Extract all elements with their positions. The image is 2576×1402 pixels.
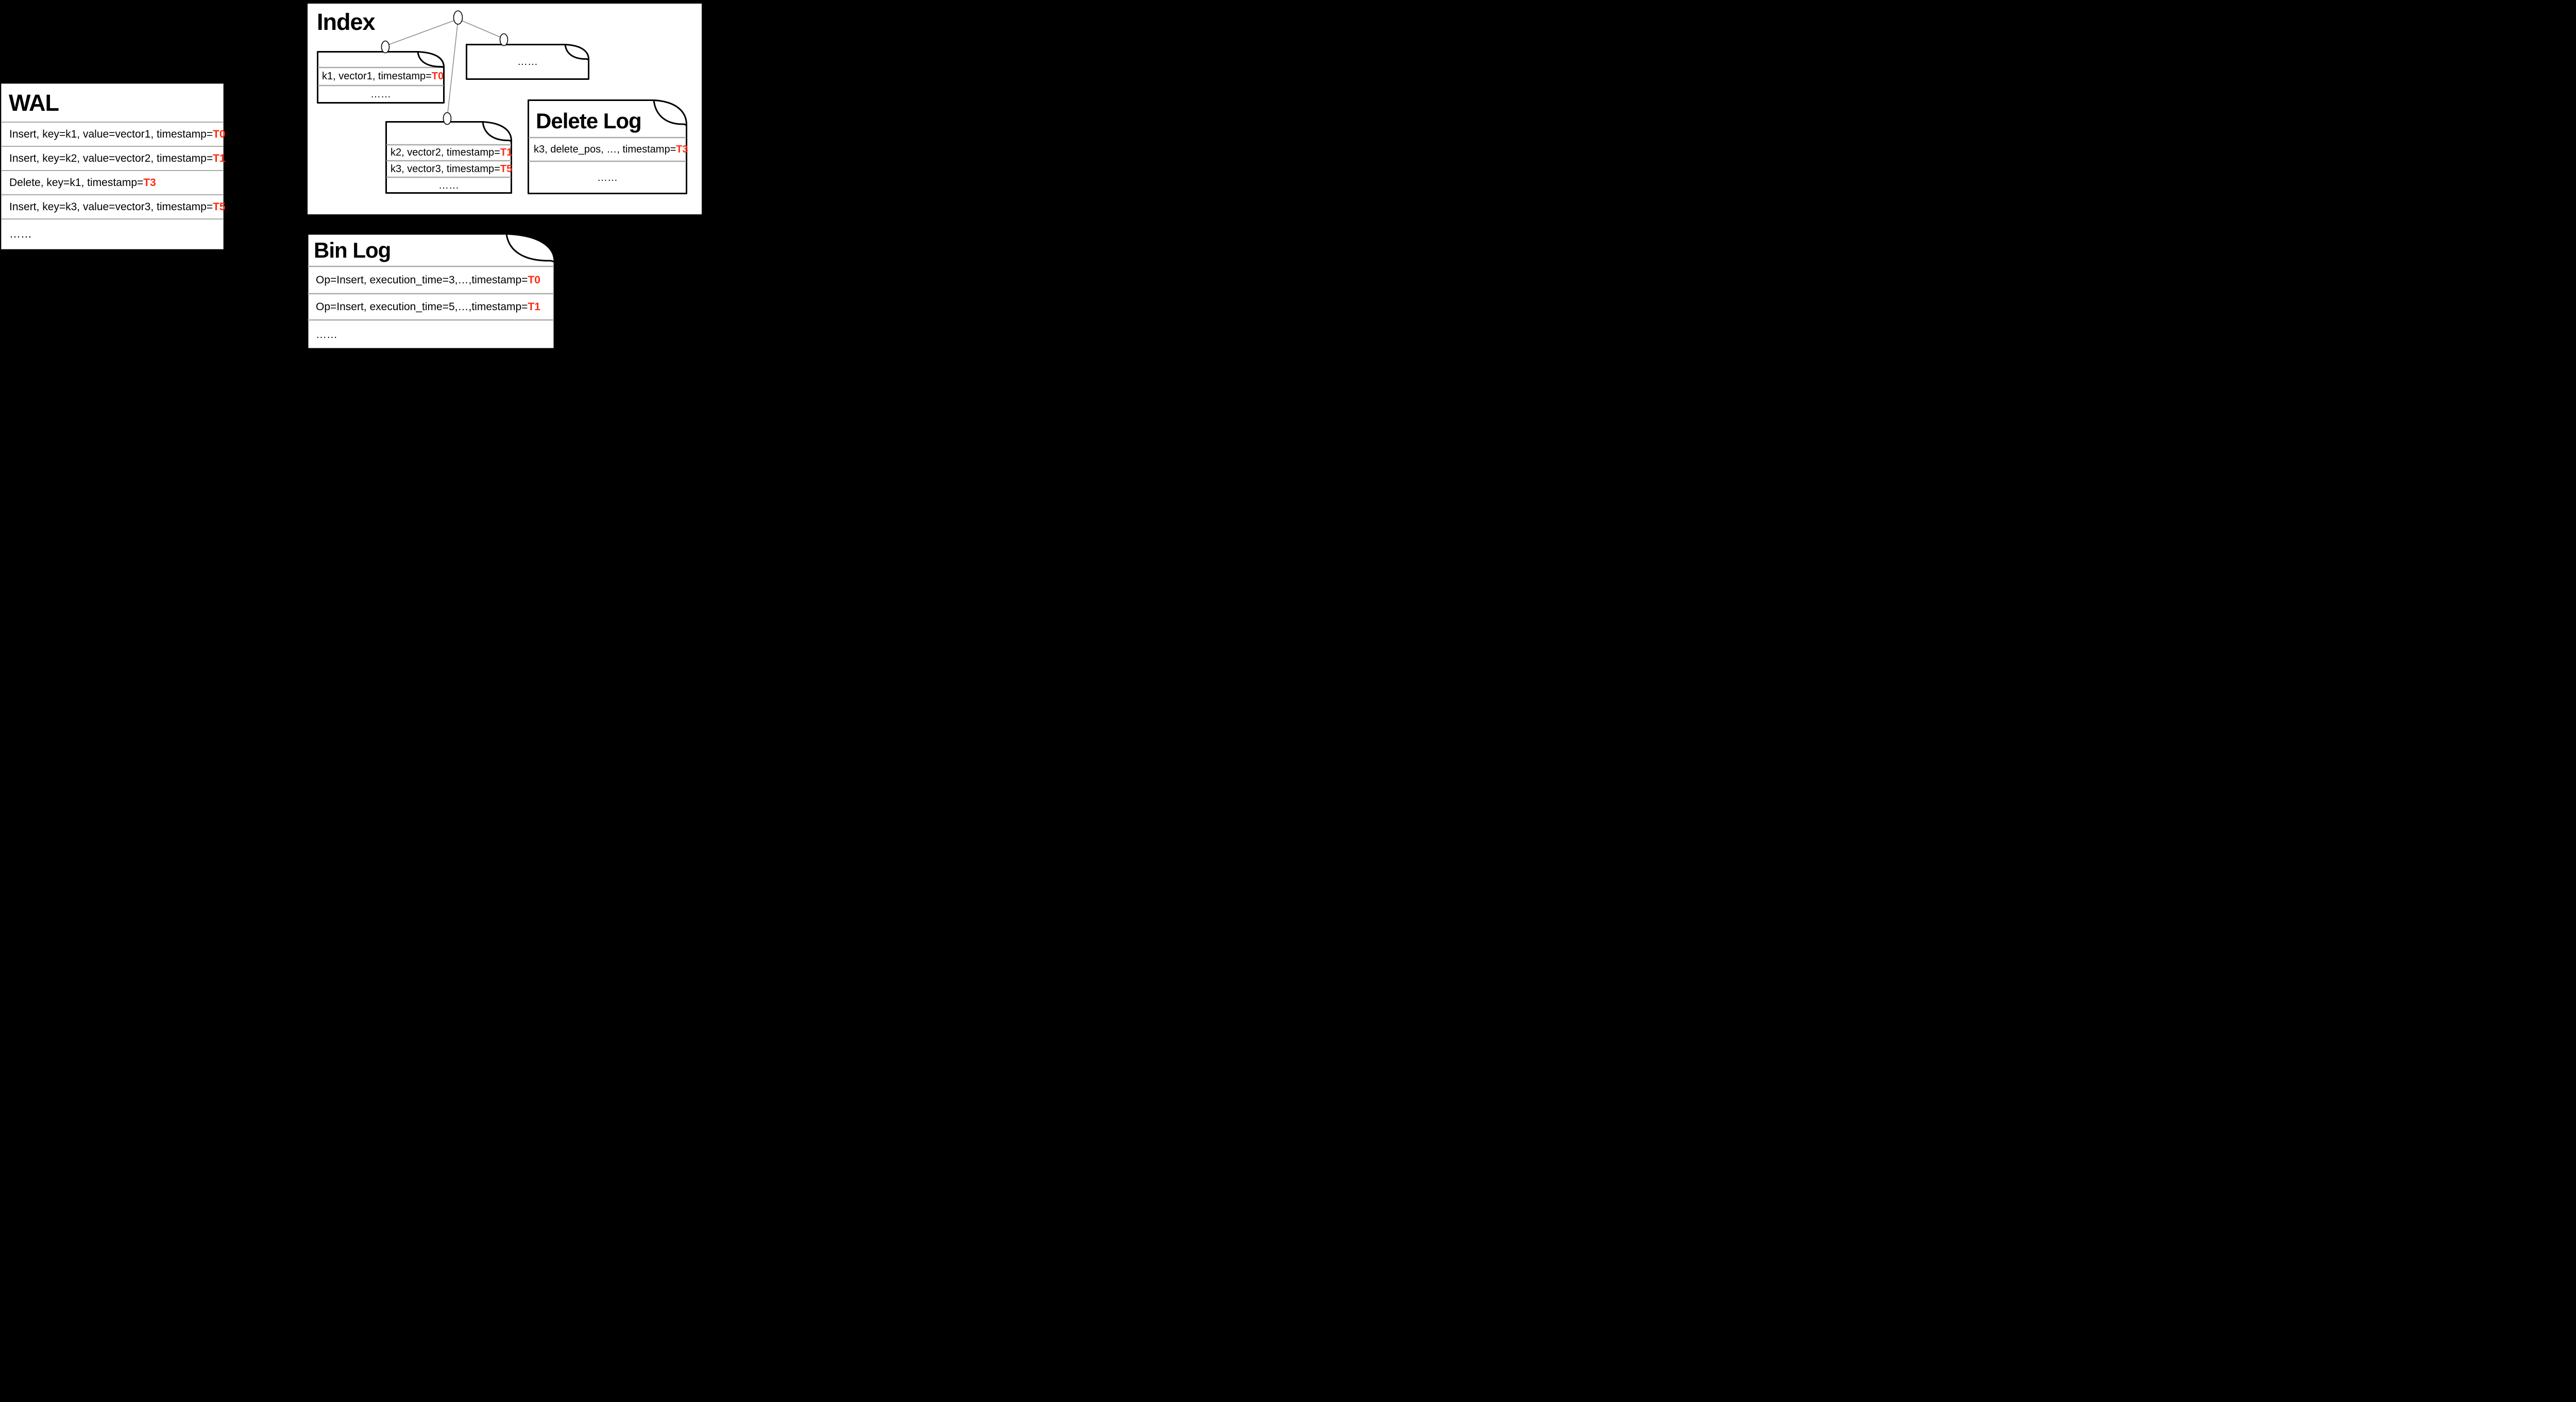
bin-log-row: Op=Insert, execution_time=3,…,timestamp=…: [307, 266, 555, 294]
segment-ellipsis-row: ……: [466, 44, 589, 80]
bin-log-row-text: Op=Insert, execution_time=5,…,timestamp=: [316, 300, 528, 313]
wal-row: Insert, key=k2, value=vector2, timestamp…: [2, 146, 226, 170]
wal-title: WAL: [9, 89, 59, 116]
segment-row: k3, vector3, timestamp=T5: [385, 161, 512, 177]
folded-corner-icon: [417, 51, 445, 69]
index-segment2-doc: ……: [466, 44, 589, 80]
wal-row-timestamp: T5: [213, 200, 226, 213]
folded-corner-icon: [653, 99, 687, 126]
segment-ellipsis-row: ……: [317, 86, 445, 104]
tree-root-node: [453, 10, 463, 25]
delete-log-doc: Delete Log k3, delete_pos, …, timestamp=…: [528, 99, 688, 194]
ellipsis-text: ……: [370, 89, 391, 100]
wal-row-text: Delete, key=k1, timestamp=: [9, 176, 144, 189]
delete-log-title: Delete Log: [536, 109, 642, 133]
folded-corner-icon: [564, 44, 589, 61]
segment-row-timestamp: T1: [500, 147, 513, 158]
ellipsis-text: ……: [9, 227, 32, 240]
wal-row-timestamp: T3: [143, 176, 156, 189]
index-segment3-doc: k2, vector2, timestamp=T1 k3, vector3, t…: [385, 121, 512, 194]
bin-log-ellipsis-row: ……: [307, 320, 555, 350]
ellipsis-text: ……: [316, 329, 337, 341]
document-shape: [466, 44, 589, 80]
segment-row-timestamp: T5: [500, 163, 513, 175]
bin-log-title: Bin Log: [314, 238, 391, 262]
wal-row: Insert, key=k1, value=vector1, timestamp…: [2, 122, 226, 146]
wal-row: Insert, key=k3, value=vector3, timestamp…: [2, 194, 226, 218]
index-segment1-doc: k1, vector1, timestamp=T0 ……: [317, 51, 445, 104]
wal-table: WAL Insert, key=k1, value=vector1, times…: [1, 83, 226, 249]
segment-ellipsis-row: ……: [385, 177, 512, 194]
architecture-diagram: WAL Insert, key=k1, value=vector1, times…: [0, 0, 704, 350]
ellipsis-text: ……: [517, 56, 538, 67]
delete-log-ellipsis-row: ……: [528, 161, 687, 194]
segment-row: k2, vector2, timestamp=T1: [385, 145, 512, 161]
wal-row-timestamp: T1: [213, 152, 226, 164]
document-shape: [385, 121, 512, 194]
ellipsis-text: ……: [438, 179, 459, 191]
bin-log-row: Op=Insert, execution_time=5,…,timestamp=…: [307, 294, 555, 320]
wal-row-timestamp: T0: [213, 128, 226, 140]
wal-row: Delete, key=k1, timestamp=T3: [2, 170, 223, 194]
document-shape: [317, 51, 445, 104]
segment-row: k1, vector1, timestamp=T0: [317, 67, 445, 86]
bin-log-row-text: Op=Insert, execution_time=3,…,timestamp=: [316, 274, 528, 286]
delete-log-row: k3, delete_pos, …, timestamp=T3: [528, 138, 688, 161]
bin-log-row-timestamp: T1: [528, 300, 540, 313]
tree-edge: [457, 19, 504, 39]
document-shape: [528, 99, 687, 194]
segment-row-text: k1, vector1, timestamp=: [322, 71, 432, 82]
tree-edge: [447, 20, 459, 118]
ellipsis-text: ……: [597, 172, 618, 183]
segment-row-text: k2, vector2, timestamp=: [391, 147, 500, 158]
delete-log-row-text: k3, delete_pos, …, timestamp=: [534, 143, 676, 155]
bin-log-row-timestamp: T0: [528, 274, 540, 286]
segment-row-timestamp: T0: [431, 71, 444, 82]
folded-corner-icon: [482, 121, 512, 142]
document-shape: [307, 233, 555, 350]
delete-log-row-timestamp: T3: [676, 143, 688, 155]
index-title: Index: [317, 9, 376, 35]
wal-row-text: Insert, key=k1, value=vector1, timestamp…: [9, 128, 213, 140]
tree-edge: [385, 19, 459, 46]
wal-row-text: Insert, key=k2, value=vector2, timestamp…: [9, 152, 213, 164]
bin-log-doc: Bin Log Op=Insert, execution_time=3,…,ti…: [307, 233, 555, 350]
wal-ellipsis-row: ……: [2, 218, 223, 248]
wal-row-text: Insert, key=k3, value=vector3, timestamp…: [9, 200, 213, 213]
index-panel: Index k1, vector1, timestamp=T0 ……: [308, 4, 702, 214]
folded-corner-icon: [505, 233, 555, 263]
segment-row-text: k3, vector3, timestamp=: [391, 163, 500, 175]
